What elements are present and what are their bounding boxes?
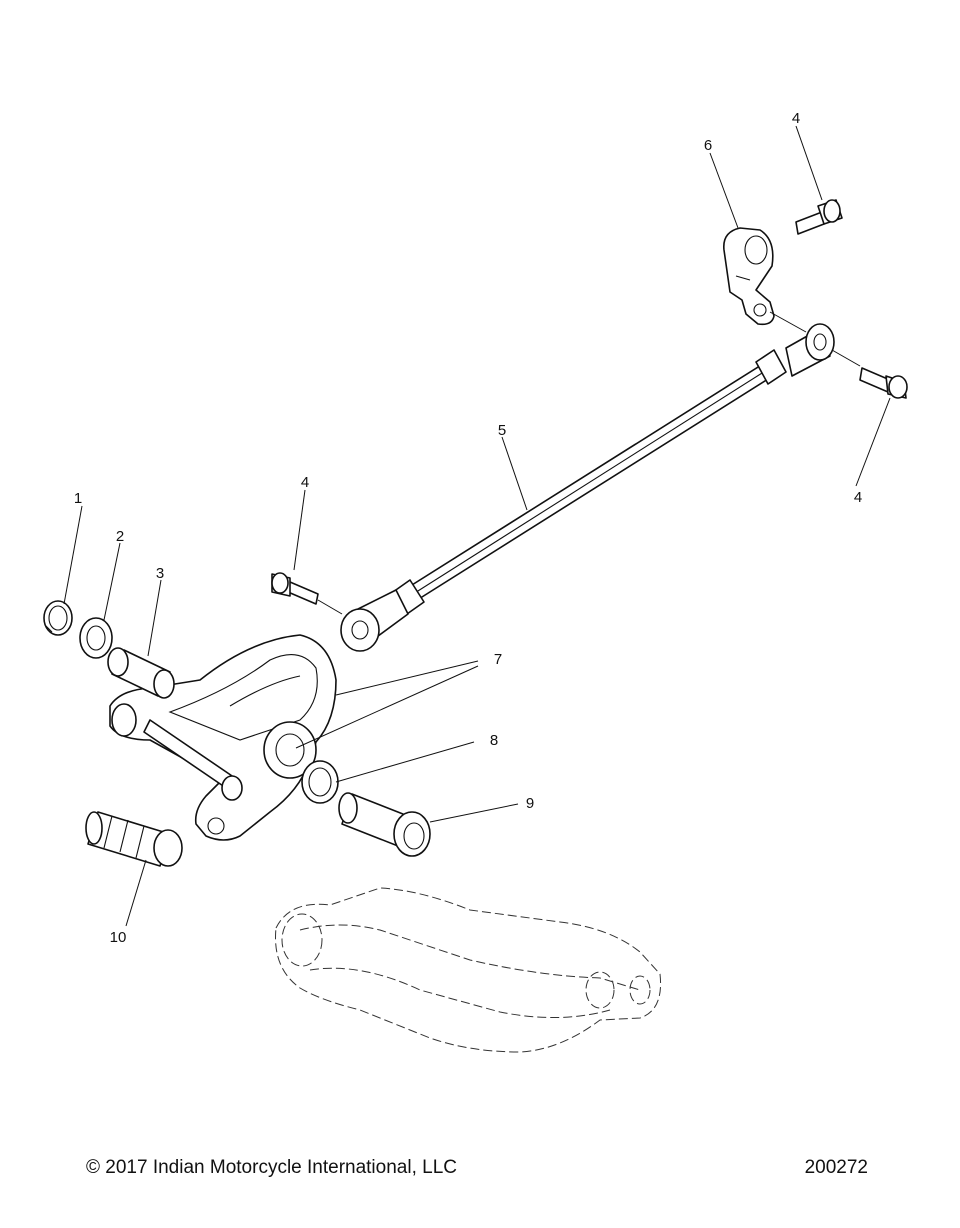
shift-peg [85,811,183,867]
bolt-lower-rod-end [271,572,343,615]
frame-phantom-outline [275,887,662,1053]
washer-left [79,617,113,659]
leader-lines [63,125,891,927]
callout-3: 3 [156,565,164,582]
upper-rod-end [785,323,835,377]
callout-6: 6 [704,137,712,154]
copyright-text: © 2017 Indian Motorcycle International, … [86,1157,457,1178]
callout-2: 2 [116,528,124,545]
drawing-number: 200272 [805,1157,868,1178]
callout-9: 9 [526,795,534,812]
callout-4-right-bolt: 4 [854,489,862,506]
bushing [107,647,175,699]
callout-8: 8 [490,732,498,749]
washer-right [301,760,339,804]
spacer [338,792,431,857]
callout-4-lower-bolt: 4 [301,474,309,491]
callout-labels: 1 2 3 4 5 6 4 4 7 8 9 10 [74,110,862,946]
callout-7: 7 [494,651,502,668]
bolt-top [795,199,843,235]
callout-1: 1 [74,490,82,507]
retaining-ring [43,600,73,636]
callout-4-top-bolt: 4 [792,110,800,127]
shift-rod [392,349,787,615]
callout-5: 5 [498,422,506,439]
lower-rod-end [340,589,409,652]
shift-shaft-arm [723,227,807,333]
bolt-right [831,349,908,399]
callout-10: 10 [110,929,127,946]
